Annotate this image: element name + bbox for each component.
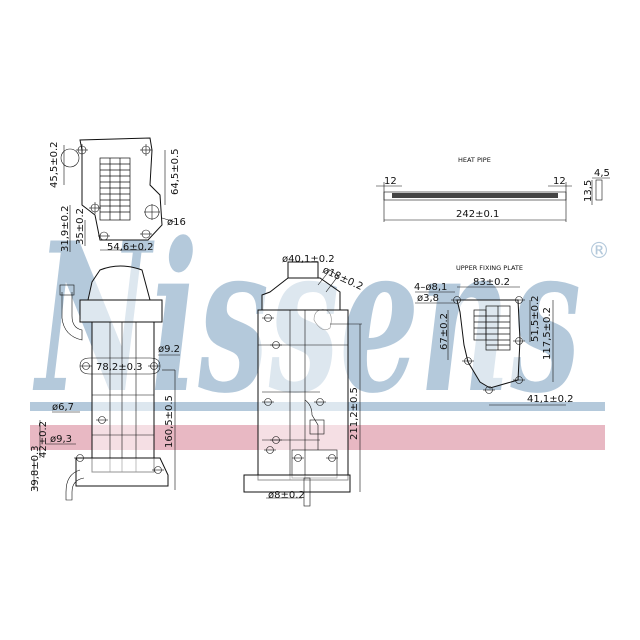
front-view: ø9.2 78,2±0.3 ø6,7 ø9,3 42±0.2 160,5±0.5…	[30, 265, 180, 501]
dim-78-2: 78,2±0.3	[96, 362, 143, 373]
dim-39-8: 39,8±0.3	[30, 445, 41, 492]
dim-45-5: 45,5±0.2	[49, 141, 60, 188]
dim-54-6: 54,6±0.2	[107, 242, 154, 253]
dim-heat-pipe-width: 4,5	[594, 168, 610, 179]
dim-plate-117-5: 117,5±0.2	[542, 307, 553, 360]
dim-160-5: 160,5±0.5	[164, 395, 175, 448]
dim-d16: ø16	[167, 217, 186, 228]
dim-plate-51-5: 51,5±0.2	[530, 295, 541, 342]
dim-d9-3: ø9,3	[50, 434, 72, 445]
dim-d40-1: ø40,1±0.2	[282, 254, 335, 265]
dim-64-5: 64,5±0.5	[170, 148, 181, 195]
dim-plate-67: 67±0.2	[439, 313, 450, 350]
dim-plate-83: 83±0.2	[473, 277, 510, 288]
upper-fixing-plate-title: UPPER FIXING PLATE	[456, 264, 523, 272]
top-plan-view: 45,5±0.2 31,9±0.2 35±0.2 64,5±0.5 54,6±0…	[49, 137, 186, 253]
dim-heat-pipe-height: 13,5	[583, 180, 594, 202]
dim-211-2: 211,2±0.5	[349, 387, 360, 440]
dim-heat-pipe-length: 242±0.1	[456, 209, 499, 220]
heat-pipe-title: HEAT PIPE	[458, 156, 491, 164]
dim-plate-holes: 4–ø8,1	[414, 282, 447, 293]
dim-42: 42±0.2	[38, 421, 49, 458]
dim-31-9: 31,9±0.2	[60, 205, 71, 252]
registered-mark-icon: ®	[588, 239, 610, 264]
dim-d8: ø8±0.2	[268, 490, 305, 501]
dim-plate-d3-8: ø3,8	[417, 293, 439, 304]
dim-plate-41-1: 41,1±0.2	[527, 394, 574, 405]
dim-d6-7: ø6,7	[52, 402, 74, 413]
dim-35: 35±0.2	[75, 208, 86, 245]
dim-heat-pipe-right-12: 12	[553, 176, 566, 187]
dim-d9-2: ø9.2	[158, 344, 180, 355]
dim-heat-pipe-left-12: 12	[384, 176, 397, 187]
heat-pipe-view: HEAT PIPE 12 12 242±0.1 4,5 13,5	[376, 156, 610, 222]
upper-fixing-plate-view: UPPER FIXING PLATE 4–ø8,1 ø3,8 83±0.2 67	[414, 264, 574, 406]
